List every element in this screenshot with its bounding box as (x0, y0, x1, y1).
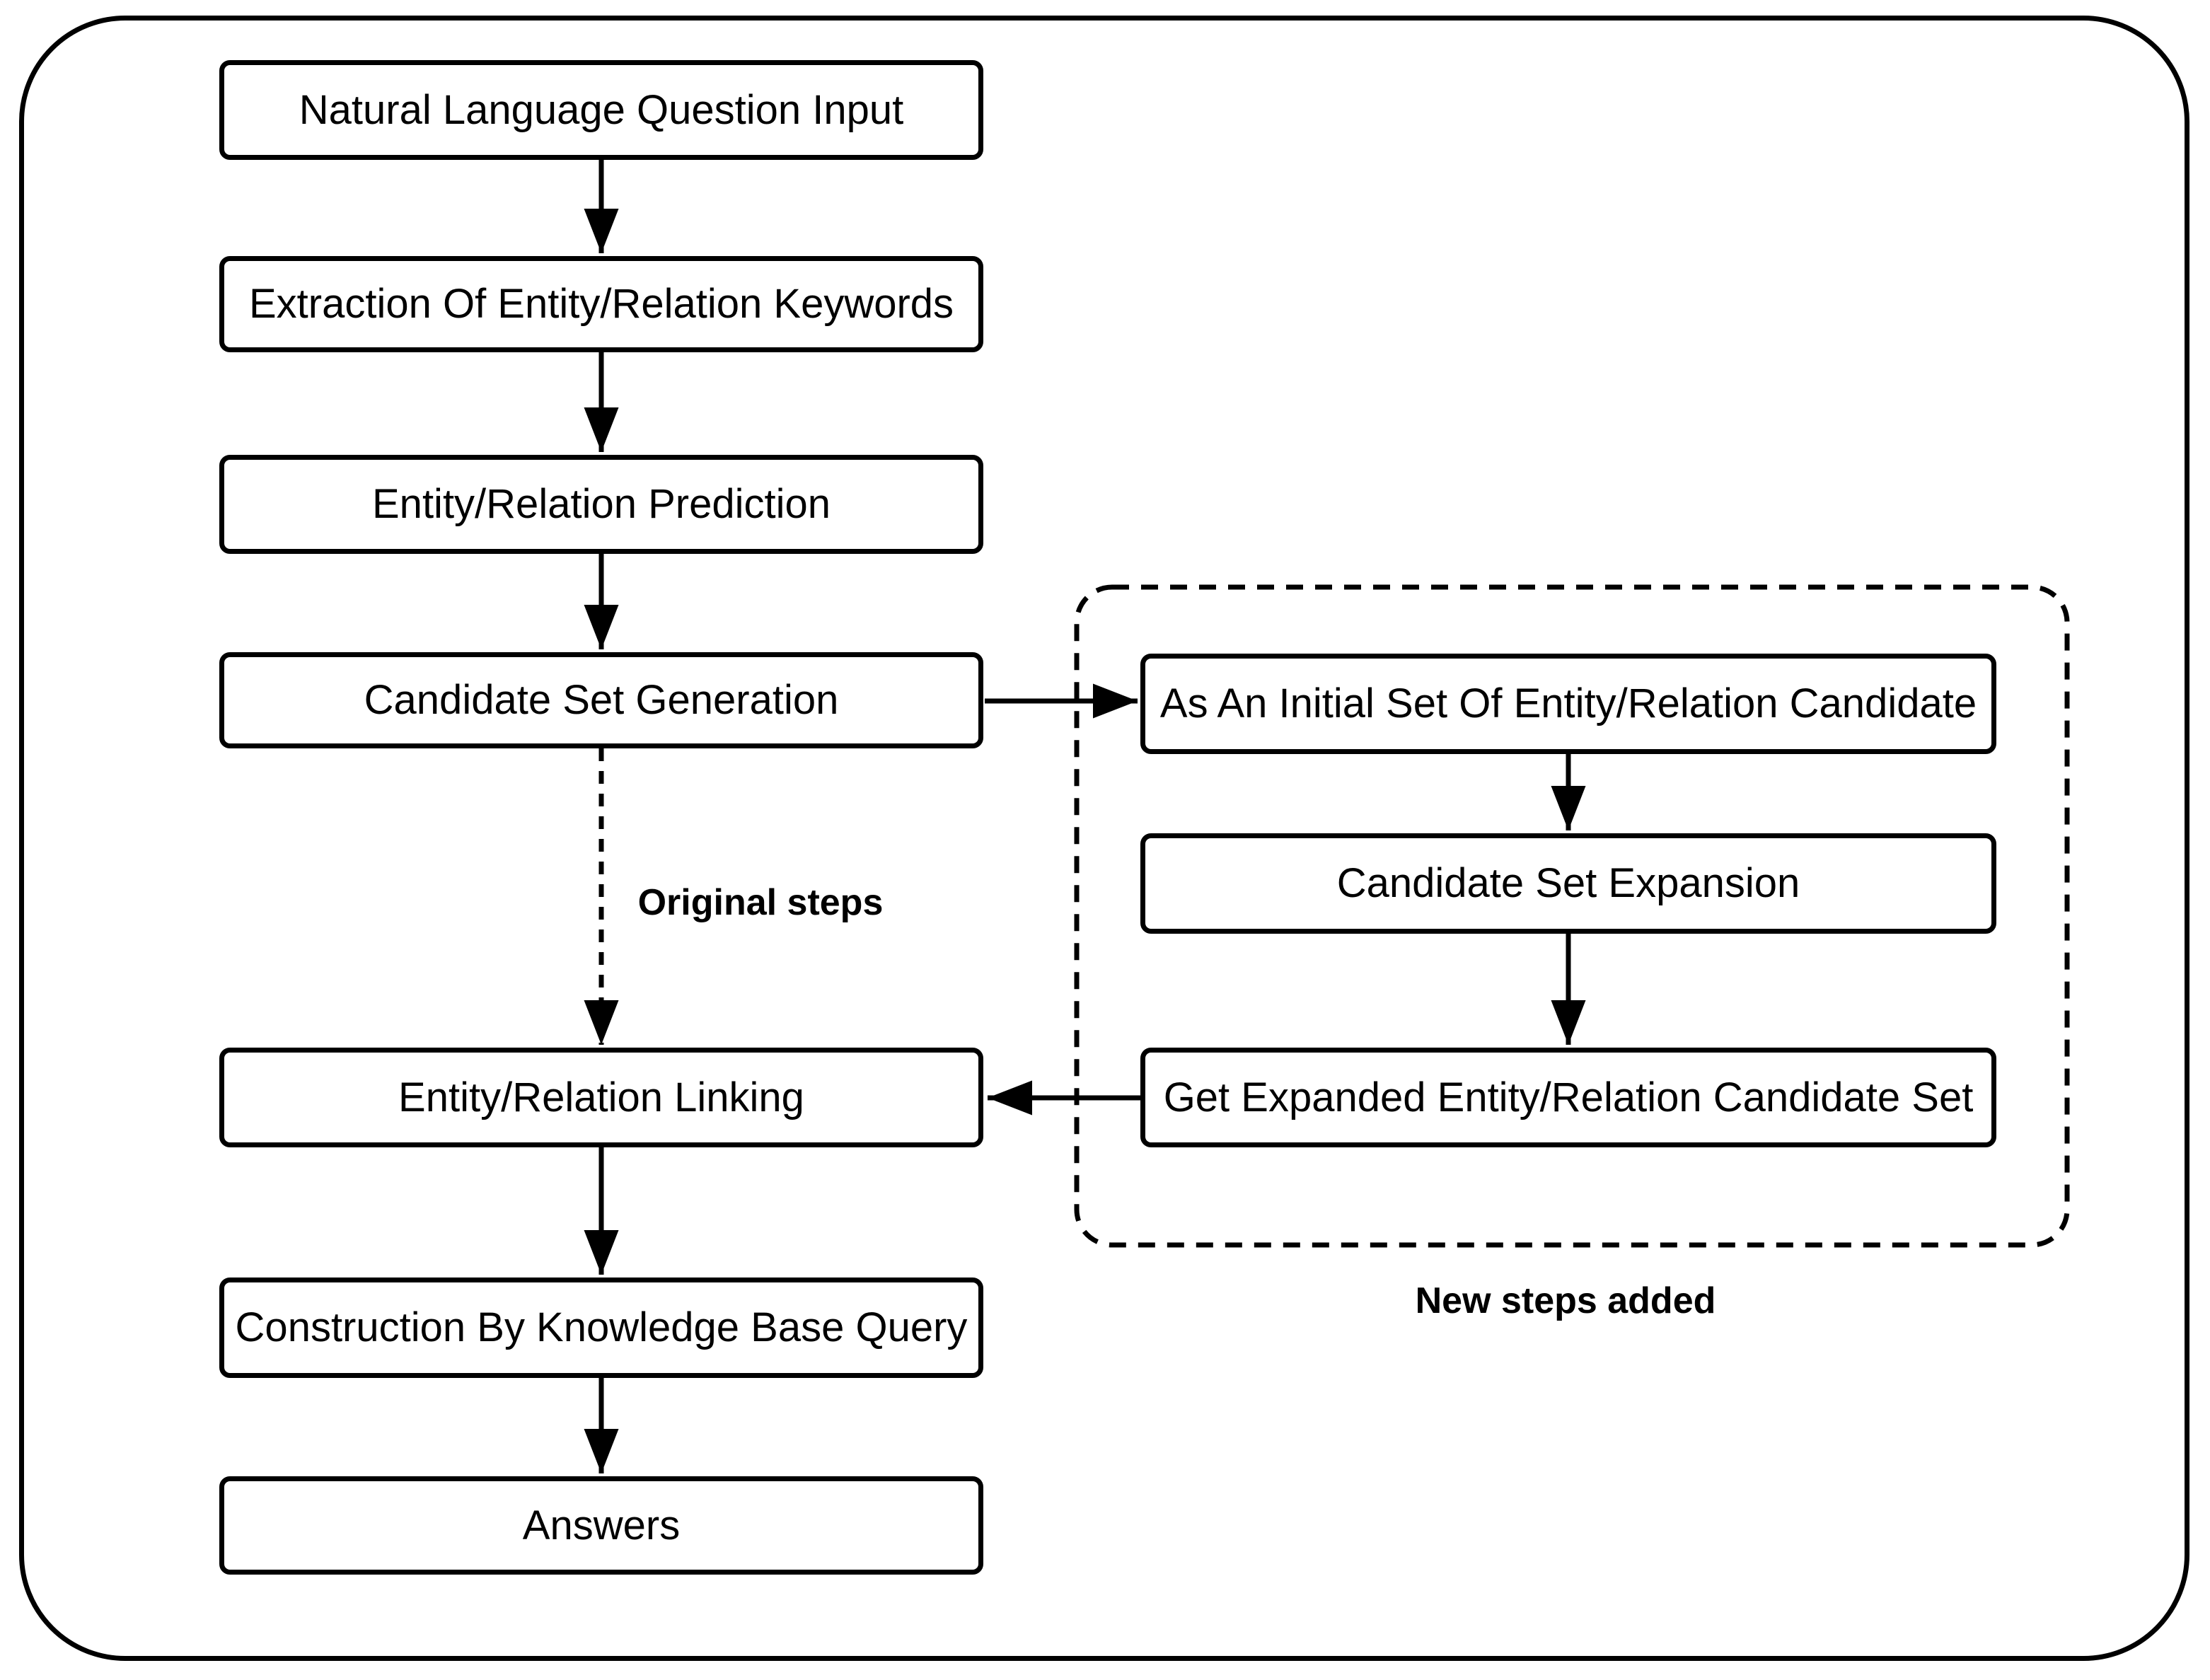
outer-frame (19, 16, 2189, 1661)
box-natural-language-question-input: Natural Language Question Input (219, 60, 983, 160)
box-entity-relation-prediction: Entity/Relation Prediction (219, 455, 983, 554)
box-answers: Answers (219, 1476, 983, 1575)
box-candidate-set-generation: Candidate Set Generation (219, 652, 983, 748)
box-candidate-set-expansion: Candidate Set Expansion (1140, 833, 1996, 934)
original-steps-label: Original steps (637, 882, 884, 923)
new-steps-group-border (1074, 584, 2070, 1248)
box-construction-by-knowledge-base-query: Construction By Knowledge Base Query (219, 1278, 983, 1378)
box-entity-relation-linking: Entity/Relation Linking (219, 1048, 983, 1147)
new-steps-added-label: New steps added (1415, 1280, 1716, 1321)
box-initial-candidate-set: As An Initial Set Of Entity/Relation Can… (1140, 654, 1996, 754)
box-extraction-of-entity-relation-keywords: Extraction Of Entity/Relation Keywords (219, 256, 983, 352)
box-expanded-candidate-set: Get Expanded Entity/Relation Candidate S… (1140, 1048, 1996, 1147)
